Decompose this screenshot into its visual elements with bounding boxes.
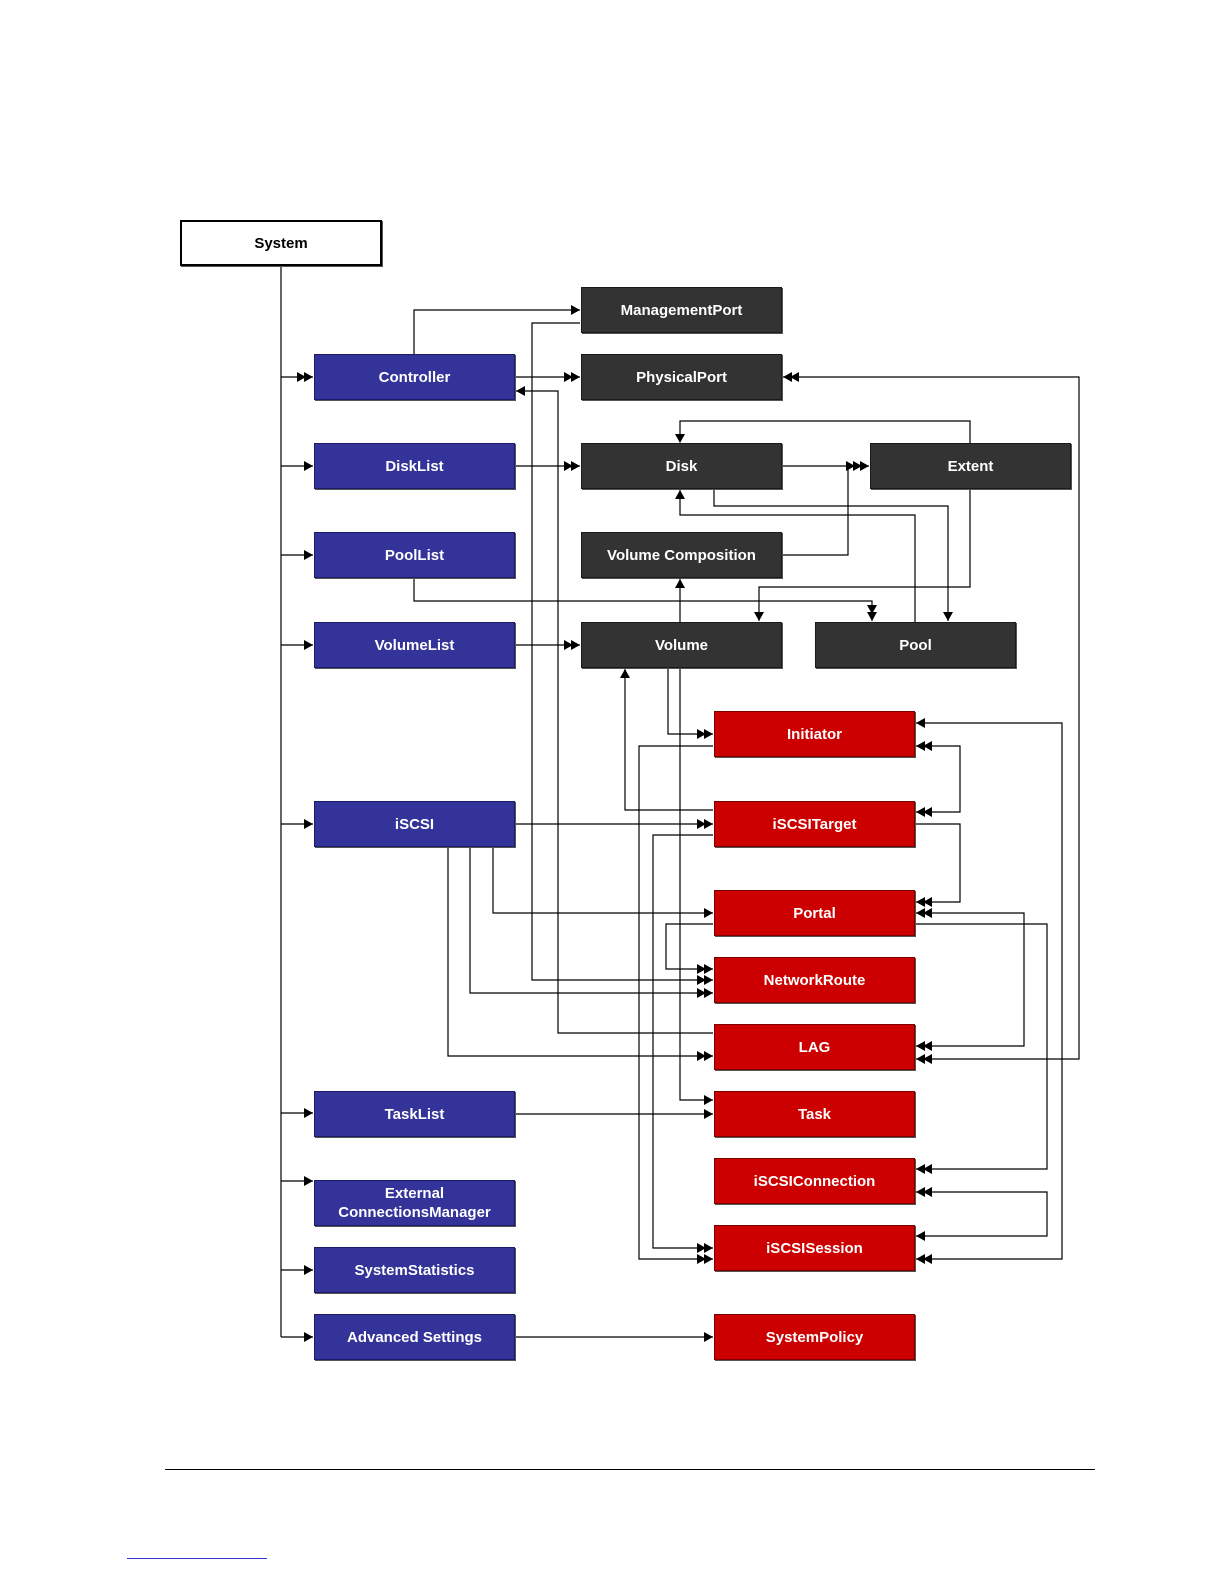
node-management-port: ManagementPort bbox=[581, 287, 782, 333]
node-volumelist: VolumeList bbox=[314, 622, 515, 668]
arrowhead bbox=[916, 718, 925, 728]
arrowhead bbox=[754, 612, 764, 621]
node-extent: Extent bbox=[870, 443, 1071, 489]
node-system-statistics: SystemStatistics bbox=[314, 1247, 515, 1293]
node-system-policy: SystemPolicy bbox=[714, 1314, 915, 1360]
portal-lag-link bbox=[916, 913, 1024, 1046]
arrowhead bbox=[571, 305, 580, 315]
initiator-session-link bbox=[916, 723, 1062, 1259]
node-iscsi: iSCSI bbox=[314, 801, 515, 847]
node-portal: Portal bbox=[714, 890, 915, 936]
arrowhead bbox=[675, 490, 685, 499]
arrowhead bbox=[516, 386, 525, 396]
node-physical-port: PhysicalPort bbox=[581, 354, 782, 400]
target-to-volume bbox=[625, 669, 713, 810]
volcomp-to-extent bbox=[782, 466, 848, 555]
arrowhead bbox=[704, 1332, 713, 1342]
trunk-arrow bbox=[304, 1176, 313, 1186]
node-controller: Controller bbox=[314, 354, 515, 400]
trunk-arrow bbox=[304, 461, 313, 471]
portal-to-netroute bbox=[666, 924, 713, 969]
node-iscsi-session: iSCSISession bbox=[714, 1225, 915, 1271]
footer-rule bbox=[165, 1469, 1095, 1470]
target-to-session-left bbox=[653, 835, 713, 1248]
arrowhead bbox=[916, 1231, 925, 1241]
iscsi-to-netroute bbox=[470, 847, 713, 993]
node-poollist: PoolList bbox=[314, 532, 515, 578]
initiator-target-link bbox=[916, 746, 960, 812]
controller-to-mgmtport bbox=[414, 310, 580, 354]
arrowhead bbox=[704, 1095, 713, 1105]
trunk-arrow bbox=[304, 1332, 313, 1342]
node-iscsi-target: iSCSITarget bbox=[714, 801, 915, 847]
trunk-arrow bbox=[304, 550, 313, 560]
node-lag: LAG bbox=[714, 1024, 915, 1070]
node-disk: Disk bbox=[581, 443, 782, 489]
footer-link-underline bbox=[127, 1558, 267, 1559]
poollist-to-pool bbox=[414, 578, 872, 621]
node-pool: Pool bbox=[815, 622, 1016, 668]
trunk-arrow bbox=[304, 1265, 313, 1275]
extent-to-disk bbox=[680, 421, 970, 443]
trunk-arrow bbox=[304, 1108, 313, 1118]
node-disklist: DiskList bbox=[314, 443, 515, 489]
connection-session-link bbox=[916, 1192, 1047, 1236]
iscsi-to-lag bbox=[448, 847, 713, 1056]
arrowhead bbox=[620, 669, 630, 678]
node-task: Task bbox=[714, 1091, 915, 1137]
node-volume: Volume bbox=[581, 622, 782, 668]
arrowhead bbox=[943, 612, 953, 621]
trunk-arrow bbox=[304, 640, 313, 650]
node-iscsi-connection: iSCSIConnection bbox=[714, 1158, 915, 1204]
arrowhead bbox=[675, 434, 685, 443]
volume-to-initiator bbox=[668, 668, 713, 734]
arrowhead bbox=[704, 908, 713, 918]
arrowhead bbox=[704, 1109, 713, 1119]
node-network-route: NetworkRoute bbox=[714, 957, 915, 1003]
node-volume-composition: Volume Composition bbox=[581, 532, 782, 578]
target-to-portal bbox=[915, 824, 960, 902]
node-tasklist: TaskList bbox=[314, 1091, 515, 1137]
trunk-arrow bbox=[304, 819, 313, 829]
node-advanced-settings: Advanced Settings bbox=[314, 1314, 515, 1360]
node-system: System bbox=[180, 220, 382, 266]
arrowhead bbox=[675, 579, 685, 588]
node-initiator: Initiator bbox=[714, 711, 915, 757]
node-external-connections-manager: External ConnectionsManager bbox=[314, 1180, 515, 1226]
